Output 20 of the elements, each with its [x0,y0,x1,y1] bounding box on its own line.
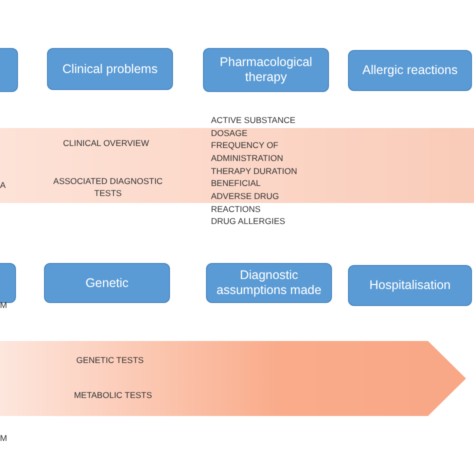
process-box: Genetic [44,263,170,303]
list-item: DOSAGE [211,127,248,140]
band-text: ASSOCIATED DIAGNOSTIC TESTS [53,175,163,199]
band-text: GENETIC TESTS [75,354,145,366]
list-item: M [0,432,8,444]
list-item: A [0,179,7,192]
process-box: Hospitalisation [348,265,472,306]
list-item: M [0,299,8,312]
list-item: ADVERSE DRUG REACTIONS [211,190,280,215]
process-box: Allergic reactions [348,50,472,91]
list-item: DRUG ALLERGIES [211,215,286,228]
list-item: THERAPY DURATION [211,165,298,178]
band-text: METABOLIC TESTS [72,389,154,401]
list-item: ACTIVE SUBSTANCE [211,114,296,126]
process-box: Clinical problems [47,48,173,90]
band-text: CLINICAL OVERVIEW [62,137,150,149]
process-box: Pharmacological therapy [203,48,329,92]
list-item: FREQUENCY OF ADMINISTRATION [211,139,284,164]
process-box: Diagnostic assumptions made [206,263,332,303]
list-item: BENEFICIAL [211,177,262,190]
